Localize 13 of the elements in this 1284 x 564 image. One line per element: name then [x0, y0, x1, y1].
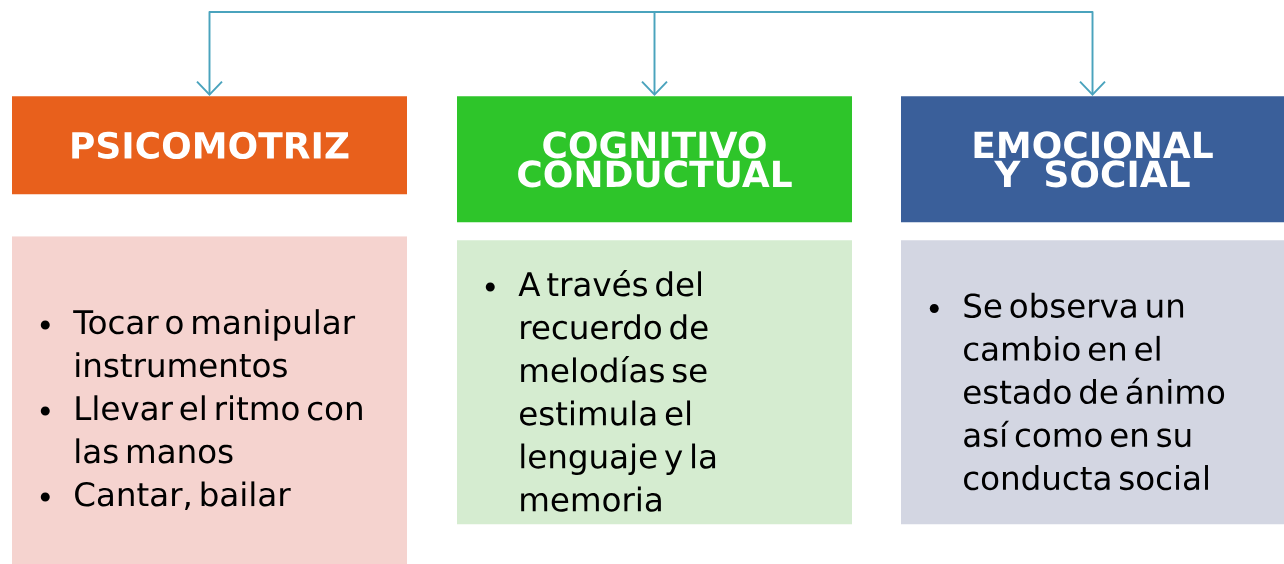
text-box	[457, 240, 852, 525]
header-box: PSICOMOTRIZ	[12, 96, 407, 195]
bullet-item: Tocar o manipular instrumentos	[40, 309, 356, 378]
text-box	[12, 236, 407, 564]
bullet-item: Llevar el ritmo con las manos	[40, 395, 362, 464]
bullet-item: Se observa un cambio en el estado de ánimo así como en su conducta social	[929, 292, 1225, 491]
arrow	[196, 11, 629, 96]
bullet-item: Cantar, bailar	[40, 481, 291, 510]
arrow	[627, 11, 1106, 96]
header-box: COGNITIVO CONDUCTUAL	[457, 96, 852, 223]
text-box	[901, 240, 1284, 525]
header-box: EMOCIONAL Y SOCIAL	[901, 96, 1284, 223]
bullet-item: A través del recuerdo de melodías se estimula el lenguaje y la memoria	[485, 270, 716, 512]
